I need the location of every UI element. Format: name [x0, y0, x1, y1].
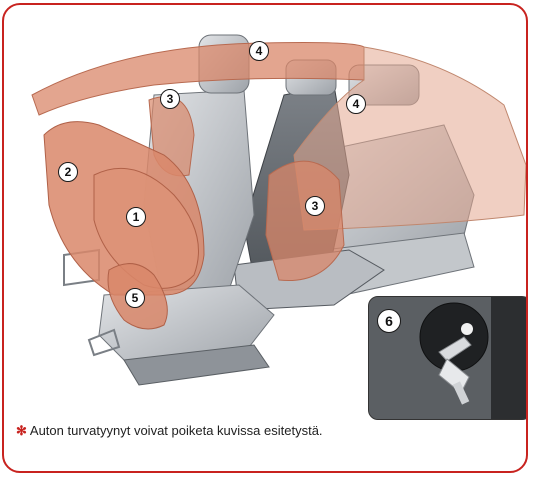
callout-3-rear: 3	[305, 196, 325, 216]
asterisk-icon: ✻	[16, 423, 27, 438]
side-airbag-rear	[266, 161, 344, 280]
callout-3-front: 3	[160, 89, 180, 109]
callout-2: 2	[58, 162, 78, 182]
callout-6: 6	[377, 309, 401, 333]
callout-4-top: 4	[249, 41, 269, 61]
illustration-frame: 1 2 3 3 4 4 5 6 ✻Auton turvatyynyt voiva…	[2, 3, 528, 473]
footnote: ✻Auton turvatyynyt voivat poiketa kuviss…	[16, 423, 376, 439]
callout-4-rear: 4	[346, 94, 366, 114]
callout-1: 1	[126, 207, 146, 227]
callout-5: 5	[125, 288, 145, 308]
footnote-text: Auton turvatyynyt voivat poiketa kuvissa…	[30, 423, 323, 438]
